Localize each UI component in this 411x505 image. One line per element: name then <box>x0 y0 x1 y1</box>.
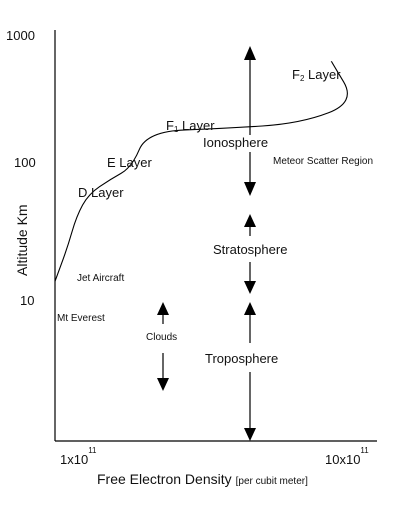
x-axis-label-unit: [per cubit meter] <box>236 476 308 487</box>
d-layer-label: D Layer <box>78 185 124 200</box>
x-tick-max-base: 10x10 <box>325 452 360 467</box>
y-tick-100: 100 <box>14 155 36 170</box>
x-tick-min-base: 1x10 <box>60 452 88 467</box>
troposphere-arrow-down-icon <box>244 428 256 441</box>
y-tick-10: 10 <box>20 293 34 308</box>
ionosphere-arrow-up-icon <box>244 46 256 60</box>
y-tick-1000: 1000 <box>6 28 35 43</box>
stratosphere-arrow-up-icon <box>244 214 256 227</box>
mt-everest-label: Mt Everest <box>57 313 105 324</box>
x-tick-max-exp: 11 <box>360 446 369 455</box>
troposphere-label: Troposphere <box>205 351 278 366</box>
jet-aircraft-label: Jet Aircraft <box>77 273 124 284</box>
x-axis-label: Free Electron Density [per cubit meter] <box>97 471 308 487</box>
stratosphere-label: Stratosphere <box>213 242 287 257</box>
electron-density-curve <box>54 60 348 282</box>
ionosphere-label: Ionosphere <box>203 135 268 150</box>
e-layer-label: E Layer <box>107 155 152 170</box>
x-tick-min-exp: 11 <box>88 446 97 455</box>
x-tick-min: 1x1011 <box>60 446 97 467</box>
f2-layer-label: F2 Layer <box>292 67 341 83</box>
f1-layer-label: F1 Layer <box>166 118 215 134</box>
meteor-scatter-label: Meteor Scatter Region <box>273 156 373 167</box>
clouds-arrow-down-icon <box>157 378 169 391</box>
ionosphere-arrow-down-icon <box>244 182 256 196</box>
troposphere-arrow-up-icon <box>244 302 256 315</box>
clouds-arrow-up-icon <box>157 302 169 315</box>
x-tick-max: 10x1011 <box>325 446 369 467</box>
stratosphere-arrow-down-icon <box>244 281 256 294</box>
x-axis-label-main: Free Electron Density <box>97 471 232 487</box>
y-axis-label: Altitude Km <box>14 204 30 276</box>
clouds-label: Clouds <box>146 332 177 343</box>
